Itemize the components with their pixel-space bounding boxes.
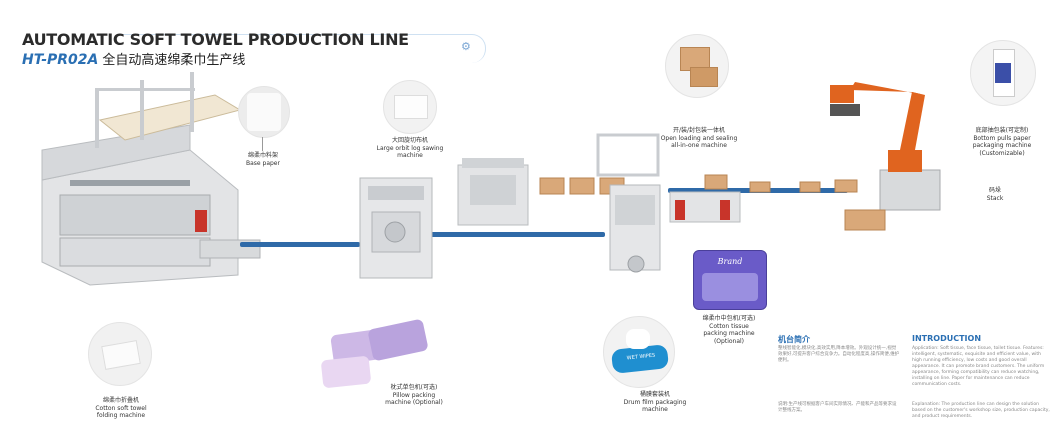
drum-film-machine bbox=[596, 133, 661, 273]
tissue-pack-image: Brand bbox=[693, 250, 767, 310]
model-number: HT-PR02A bbox=[22, 52, 99, 68]
gear-icon[interactable]: ⚙ bbox=[461, 40, 471, 53]
header-decoration bbox=[120, 34, 486, 63]
bottom-pull-package-image bbox=[970, 40, 1036, 106]
intro-en-body: Application: Soft tissue, face tissue, t… bbox=[912, 346, 1045, 387]
base-paper-image bbox=[238, 86, 290, 138]
pillow-pack-image bbox=[320, 318, 440, 389]
case-sealing-machine bbox=[669, 174, 858, 223]
intro-en-note: Explanation: The production line can des… bbox=[912, 402, 1050, 419]
palletizing-robot bbox=[830, 82, 941, 231]
middle-conveyor-machine bbox=[457, 158, 529, 226]
intro-cn-note: 说明:生产线可根据客户车间实际情况、产能和产品等要求设计整线方案。 bbox=[778, 402, 897, 413]
carton-box bbox=[569, 177, 595, 195]
intro-cn-heading: 机台简介 bbox=[778, 335, 810, 344]
conveyor-1 bbox=[240, 242, 360, 247]
carton-image bbox=[665, 34, 729, 98]
wet-wipes-image: WET WIPES bbox=[603, 316, 675, 388]
title-chinese: 全自动高速绵柔巾生产线 bbox=[102, 53, 246, 68]
log-saw-image bbox=[383, 80, 437, 134]
soft-towel-image bbox=[88, 322, 152, 386]
conveyor-2 bbox=[430, 232, 605, 237]
folding-machine bbox=[41, 72, 261, 286]
log-saw-machine bbox=[359, 177, 433, 279]
intro-cn-body: 整线智能化,模块化,高效实用,降本增效。外观设计统一,视觉效果好,可提升客户综合… bbox=[778, 346, 900, 363]
page-title: AUTOMATIC SOFT TOWEL PRODUCTION LINE bbox=[22, 30, 409, 49]
intro-en-heading: INTRODUCTION bbox=[912, 334, 982, 343]
pack-brand: Brand bbox=[717, 257, 743, 266]
carton-box bbox=[539, 177, 565, 195]
